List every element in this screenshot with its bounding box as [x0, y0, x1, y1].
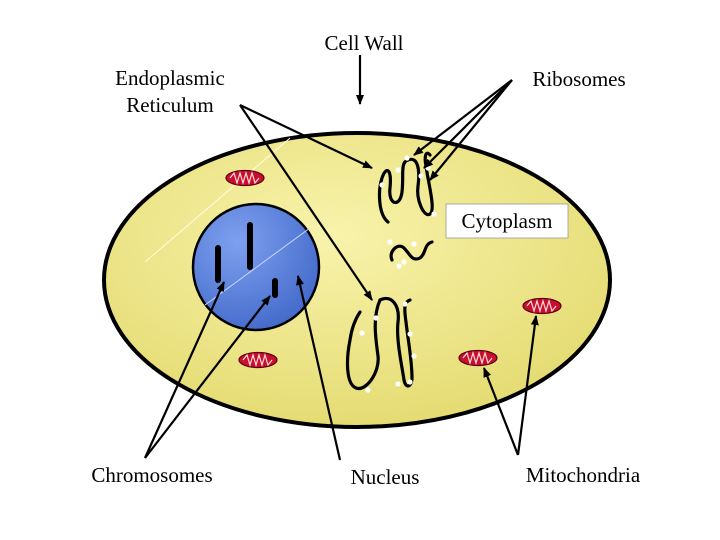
ribosome — [402, 301, 408, 307]
ribosome — [407, 379, 413, 385]
ribosome — [379, 182, 385, 188]
nucleus-arrow — [296, 275, 342, 461]
mitochondria-arrow — [516, 315, 539, 456]
er-label-line1: Endoplasmic — [115, 66, 225, 90]
cytoplasm-label-box — [445, 203, 569, 239]
er-arrow — [239, 104, 373, 169]
chromosomes-label: Chromosomes — [91, 463, 212, 487]
highlight-line — [144, 137, 291, 263]
er-label-line2: Reticulum — [126, 93, 214, 117]
chromosome — [247, 222, 253, 270]
ribosome — [411, 241, 417, 247]
mitochondria-arrow — [482, 367, 520, 456]
chromosomes — [215, 222, 278, 298]
ribosome — [395, 381, 401, 387]
ribosome — [431, 211, 437, 217]
ribosomes-arrow — [413, 79, 513, 156]
ribosome — [387, 239, 393, 245]
ribosome — [418, 173, 424, 179]
er-arrow — [239, 104, 373, 301]
pointer-arrows — [143, 55, 539, 461]
mitochondrion — [225, 169, 265, 187]
mitochondrion — [238, 351, 278, 369]
ribosomes-arrow — [429, 79, 513, 181]
endoplasmic-reticulum-lower — [345, 296, 414, 391]
mitochondrion — [458, 349, 498, 367]
ribosomes — [359, 155, 437, 393]
mitochondrion — [522, 297, 562, 315]
cytoplasm-label: Cytoplasm — [461, 209, 552, 233]
cell-wall-label: Cell Wall — [325, 31, 404, 55]
chromosome — [272, 278, 278, 298]
mitochondria-label: Mitochondria — [526, 463, 641, 487]
nucleus-label: Nucleus — [351, 465, 420, 489]
endoplasmic-reticulum-upper — [377, 151, 434, 262]
chromosomes-arrow — [144, 295, 271, 459]
ribosome — [373, 315, 379, 321]
ribosomes-label: Ribosomes — [532, 67, 625, 91]
chromosomes-arrow — [143, 281, 226, 459]
ribosome — [404, 155, 410, 161]
ribosome — [359, 330, 365, 336]
ribosome — [401, 259, 407, 265]
ribosome — [411, 353, 417, 359]
ribosome — [365, 387, 371, 393]
ribosomes-arrow — [423, 79, 513, 169]
ribosome — [396, 263, 402, 269]
ribosome — [395, 167, 401, 173]
ribosome — [407, 331, 413, 337]
chromosome — [215, 245, 221, 283]
highlight-line — [204, 227, 311, 306]
